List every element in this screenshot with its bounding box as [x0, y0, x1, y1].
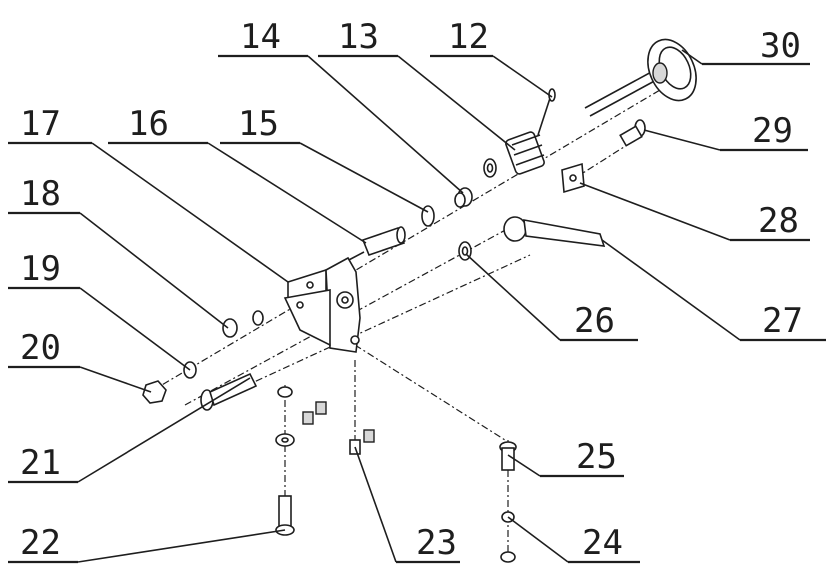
part-25-bolt: [499, 441, 517, 471]
part-29-screw: [619, 119, 646, 147]
callout-28: 28: [758, 201, 799, 241]
callout-26: 26: [574, 301, 615, 341]
callout-15: 15: [238, 104, 279, 144]
callout-22: 22: [20, 523, 61, 563]
part-18-nut: [222, 310, 264, 338]
part-16-shaft: [344, 226, 406, 263]
callout-19: 19: [20, 249, 61, 289]
callout-25: 25: [576, 437, 617, 477]
leader-lines: [8, 49, 826, 564]
callout-27: 27: [762, 301, 803, 341]
callout-20: 20: [20, 328, 61, 368]
part-small-nuts: [302, 401, 375, 443]
part-24-washer: [500, 511, 516, 563]
part-27-lever: [503, 216, 606, 247]
part-17-housing: [283, 256, 361, 353]
callout-30: 30: [760, 26, 801, 66]
callout-labels: 14 13 12 30 17 16 15 29 18 28 19 26 27 2…: [20, 17, 803, 563]
part-13-gear: [505, 131, 545, 175]
part-13-washer: [483, 158, 497, 178]
callout-21: 21: [20, 443, 61, 483]
callout-29: 29: [752, 111, 793, 151]
part-30-handwheel: [584, 38, 697, 117]
part-14-nut: [454, 187, 473, 208]
callout-16: 16: [128, 104, 169, 144]
callout-24: 24: [582, 523, 623, 563]
callout-13: 13: [338, 17, 379, 57]
callout-18: 18: [20, 174, 61, 214]
callout-14: 14: [240, 17, 281, 57]
part-20-nut: [142, 380, 167, 404]
callout-17: 17: [20, 104, 61, 144]
part-28-bracket: [561, 162, 585, 194]
part-12-pin: [537, 88, 556, 136]
callout-12: 12: [448, 17, 489, 57]
callout-23: 23: [416, 523, 457, 563]
